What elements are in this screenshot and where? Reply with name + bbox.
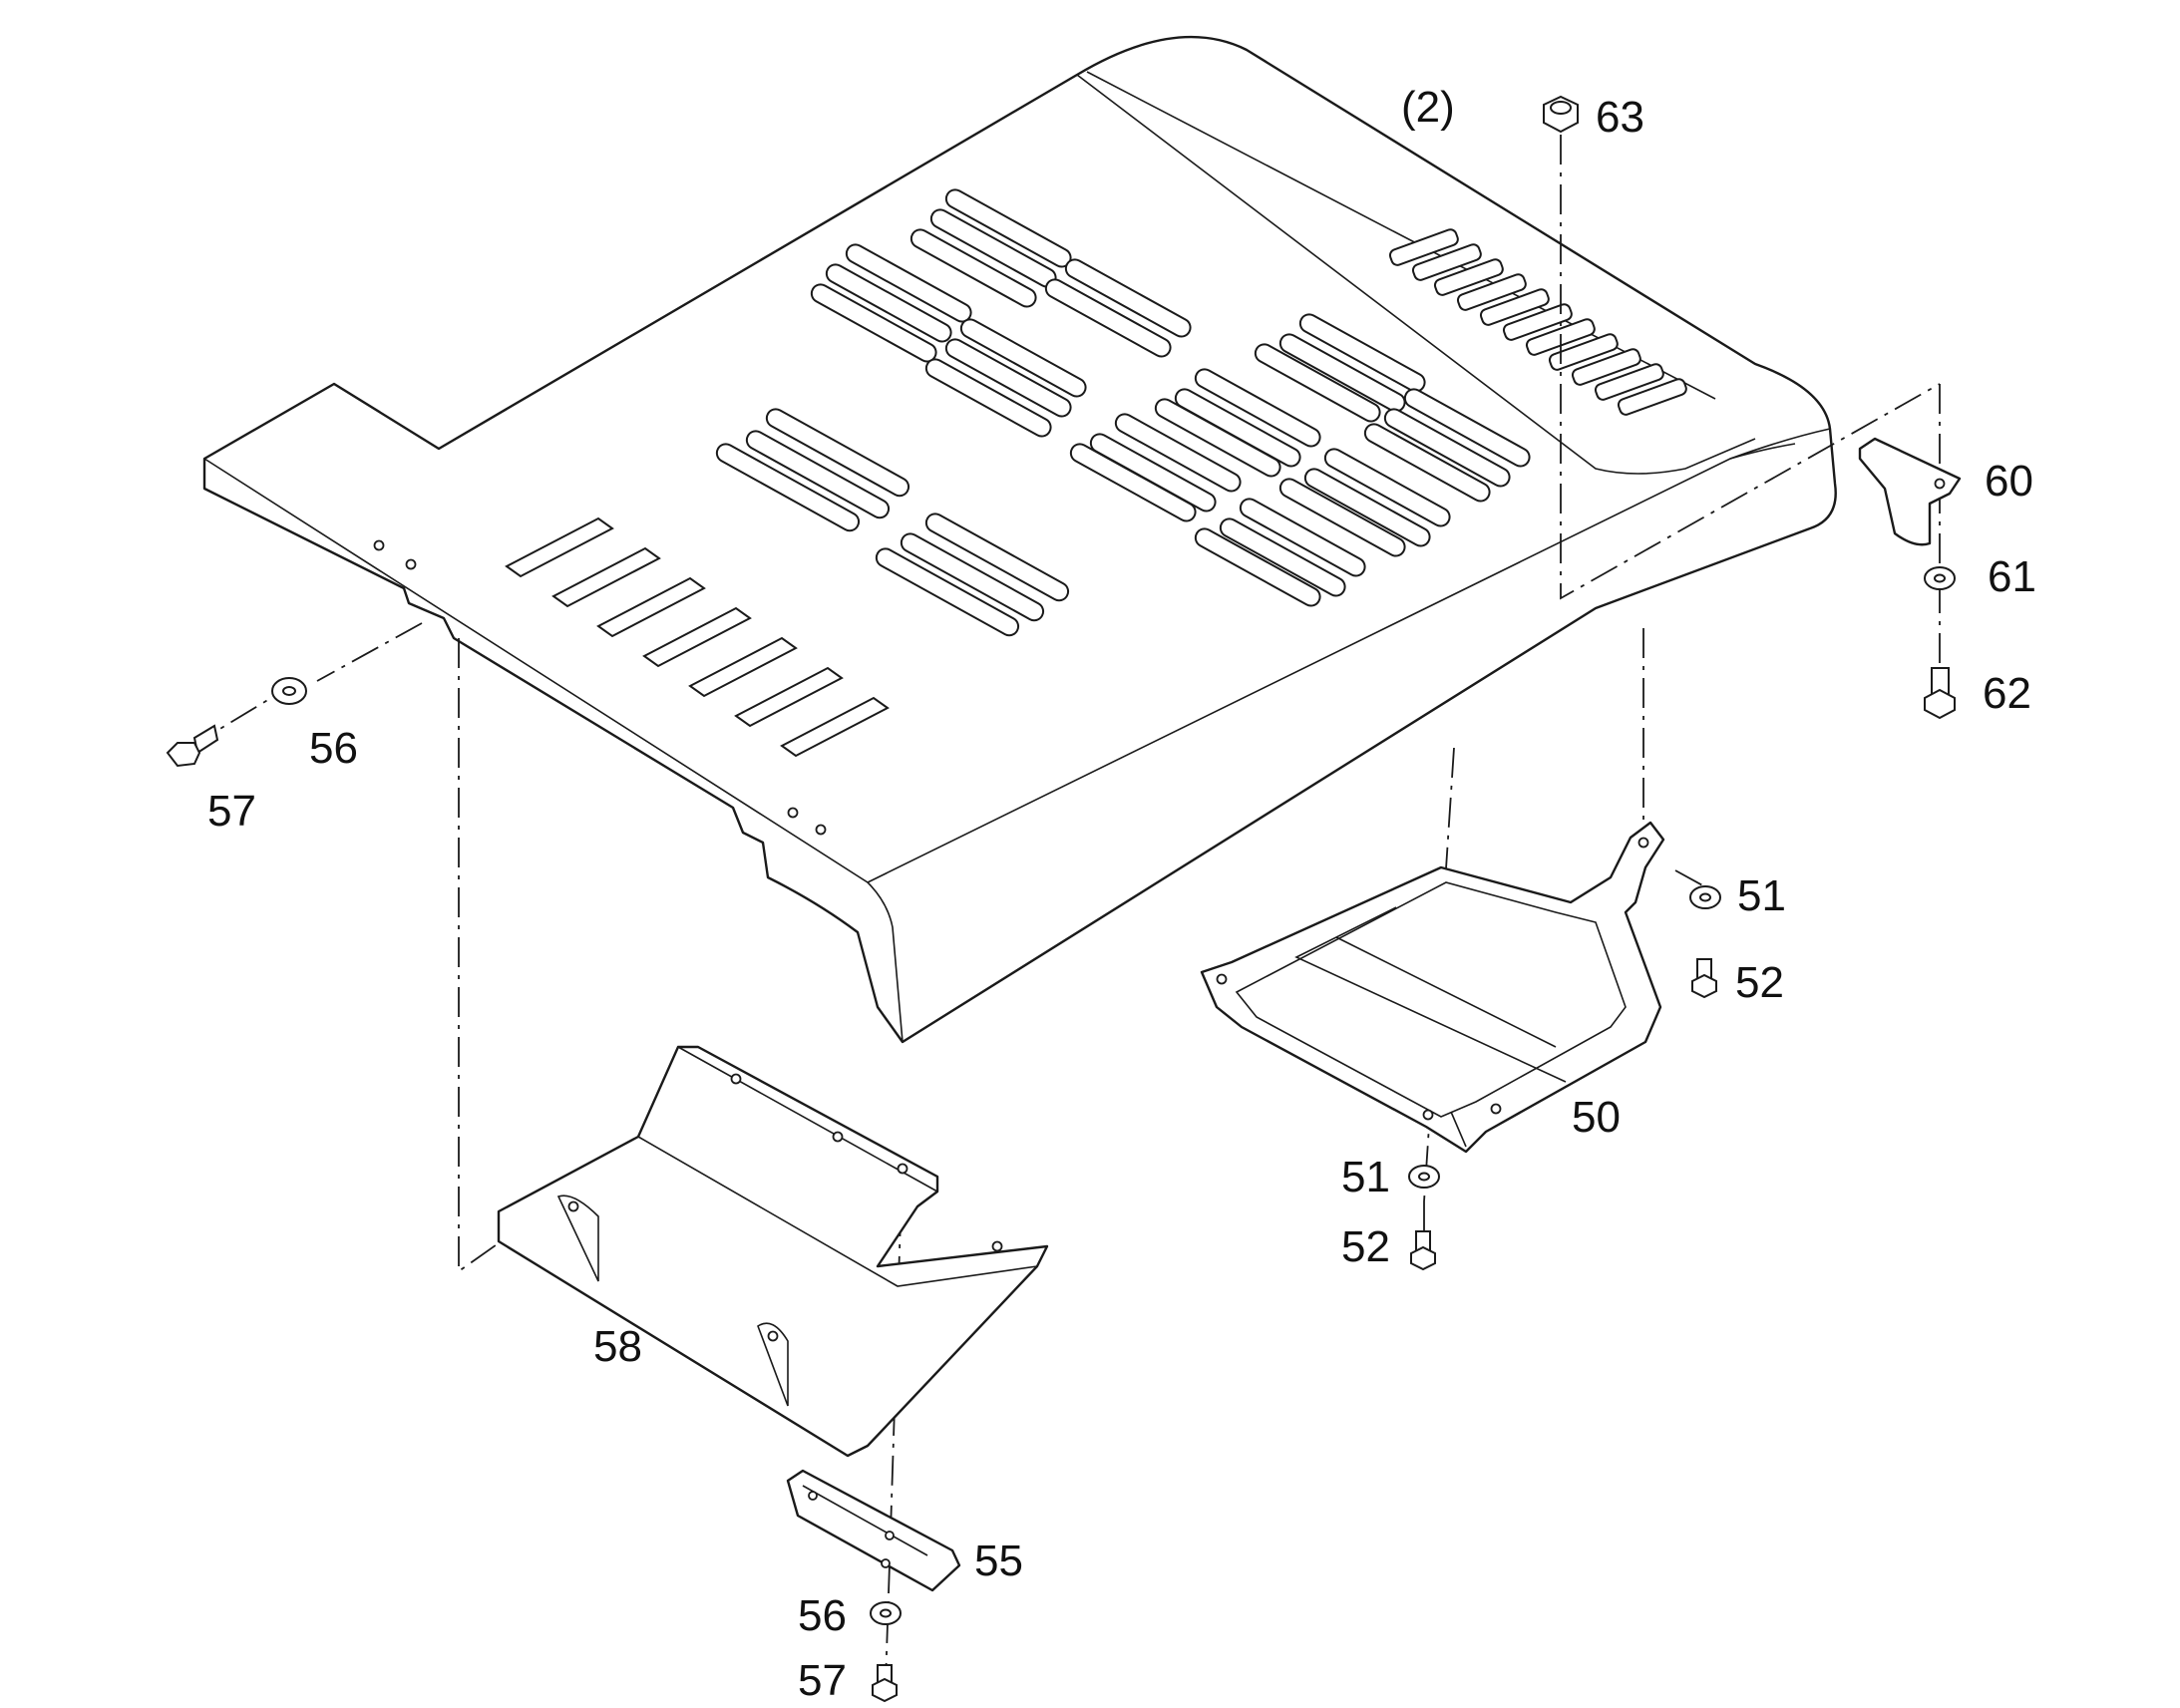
bracket-60 [1858, 437, 1962, 546]
frame-50 [1200, 821, 1665, 1154]
screw-57-bottom [872, 1664, 898, 1703]
callout-ref-2: (2) [1401, 83, 1455, 132]
callout-56-top: 56 [309, 724, 358, 773]
washer-61 [1924, 566, 1956, 590]
callout-55: 55 [974, 1537, 1023, 1585]
callout-60: 60 [1985, 457, 2033, 506]
callout-63: 63 [1596, 93, 1644, 142]
screw-52-low [1410, 1230, 1436, 1271]
callout-52-right: 52 [1735, 958, 1784, 1007]
bolt-57-top [166, 724, 219, 768]
nut-63 [1543, 95, 1579, 134]
vent-slot-group-3 [1069, 313, 1531, 607]
washer-51-right [1689, 885, 1721, 909]
vent-slot-group-1 [810, 188, 1192, 438]
bracket-55 [786, 1469, 961, 1592]
washer-56-top [271, 677, 307, 705]
callout-56-bottom: 56 [798, 1591, 847, 1640]
washer-56-bottom [870, 1601, 902, 1625]
rear-grille [1388, 228, 1687, 416]
callout-58: 58 [593, 1322, 642, 1371]
hood-cover [202, 35, 1837, 1044]
vent-slot-group-2 [715, 408, 1070, 637]
bolt-62 [1924, 667, 1956, 720]
callout-57-top: 57 [207, 787, 256, 836]
callout-61: 61 [1988, 552, 2036, 601]
rect-slot-row [505, 516, 890, 758]
callout-51-low: 51 [1341, 1153, 1390, 1201]
callout-50: 50 [1572, 1093, 1621, 1142]
shield-58 [497, 1045, 1049, 1458]
callout-62: 62 [1983, 669, 2031, 718]
callout-57-bottom: 57 [798, 1656, 847, 1705]
screw-52-right [1691, 958, 1717, 999]
callout-51-right: 51 [1737, 871, 1786, 920]
washer-51-low [1408, 1165, 1440, 1189]
callout-52-low: 52 [1341, 1222, 1390, 1271]
